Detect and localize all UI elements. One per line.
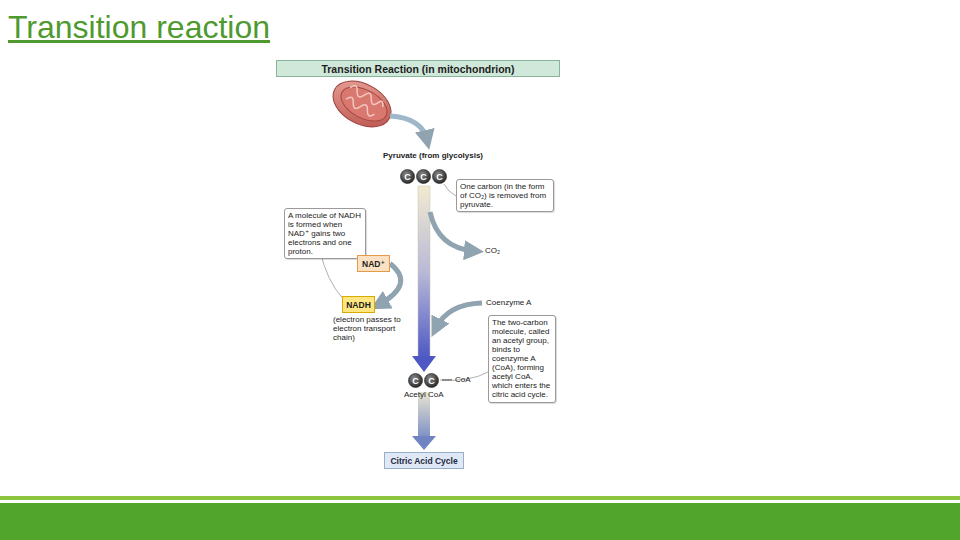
- node-text: Citric Acid Cycle: [390, 456, 457, 466]
- header-box: Transition Reaction (in mitochondrion): [276, 60, 560, 77]
- callout-box: One carbon (in the form of CO₂) is remov…: [456, 179, 554, 212]
- flow-arrow: [390, 116, 427, 140]
- carbon-atom: C: [400, 169, 415, 184]
- carbon-atom: C: [424, 373, 439, 388]
- molecule-label: Coenzyme A: [486, 298, 546, 307]
- node-text: C: [420, 172, 427, 182]
- cycle-arrowhead: [412, 436, 436, 450]
- reaction-arrowhead: [412, 356, 436, 372]
- node-text: Transition Reaction (in mitochondrion): [321, 63, 514, 75]
- carbon-atom: C: [408, 373, 423, 388]
- molecule-label: CO₂: [485, 246, 515, 255]
- stage-label: Pyruvate (from glycolysis): [383, 151, 503, 160]
- node-text: C: [428, 376, 435, 386]
- node-text: The two-carbon molecule, called an acety…: [492, 318, 552, 399]
- node-text: NAD⁺: [362, 259, 385, 269]
- cycle-box: Citric Acid Cycle: [384, 452, 464, 469]
- callout-box: A molecule of NADH is formed when NAD⁺ g…: [284, 208, 366, 259]
- carbon-atom: C: [416, 169, 431, 184]
- footer-line: [0, 496, 960, 500]
- mitochondrion-illustration: [325, 72, 399, 136]
- node-text: A molecule of NADH is formed when NAD⁺ g…: [288, 211, 362, 256]
- coenzyme-arrow: [436, 303, 482, 328]
- node-text: C: [404, 172, 411, 182]
- footer-band: [0, 503, 960, 540]
- carbon-atom: C: [432, 169, 447, 184]
- node-text: C: [436, 172, 443, 182]
- molecule-box: NADH: [342, 296, 375, 313]
- co2-arrow: [430, 212, 474, 251]
- node-text: One carbon (in the form of CO₂) is remov…: [460, 182, 550, 209]
- node-text: NADH: [346, 300, 371, 310]
- molecule-label: Acetyl CoA: [404, 390, 464, 399]
- reaction-bar: [418, 186, 430, 358]
- page-title: Transition reaction: [8, 9, 270, 45]
- callout-box: The two-carbon molecule, called an acety…: [488, 315, 556, 403]
- note-text: (electron passes to electron transport c…: [333, 315, 409, 342]
- molecule-label: CoA: [455, 375, 485, 384]
- molecule-box: NAD⁺: [357, 255, 390, 272]
- leader-line: [444, 184, 456, 196]
- node-text: C: [412, 376, 419, 386]
